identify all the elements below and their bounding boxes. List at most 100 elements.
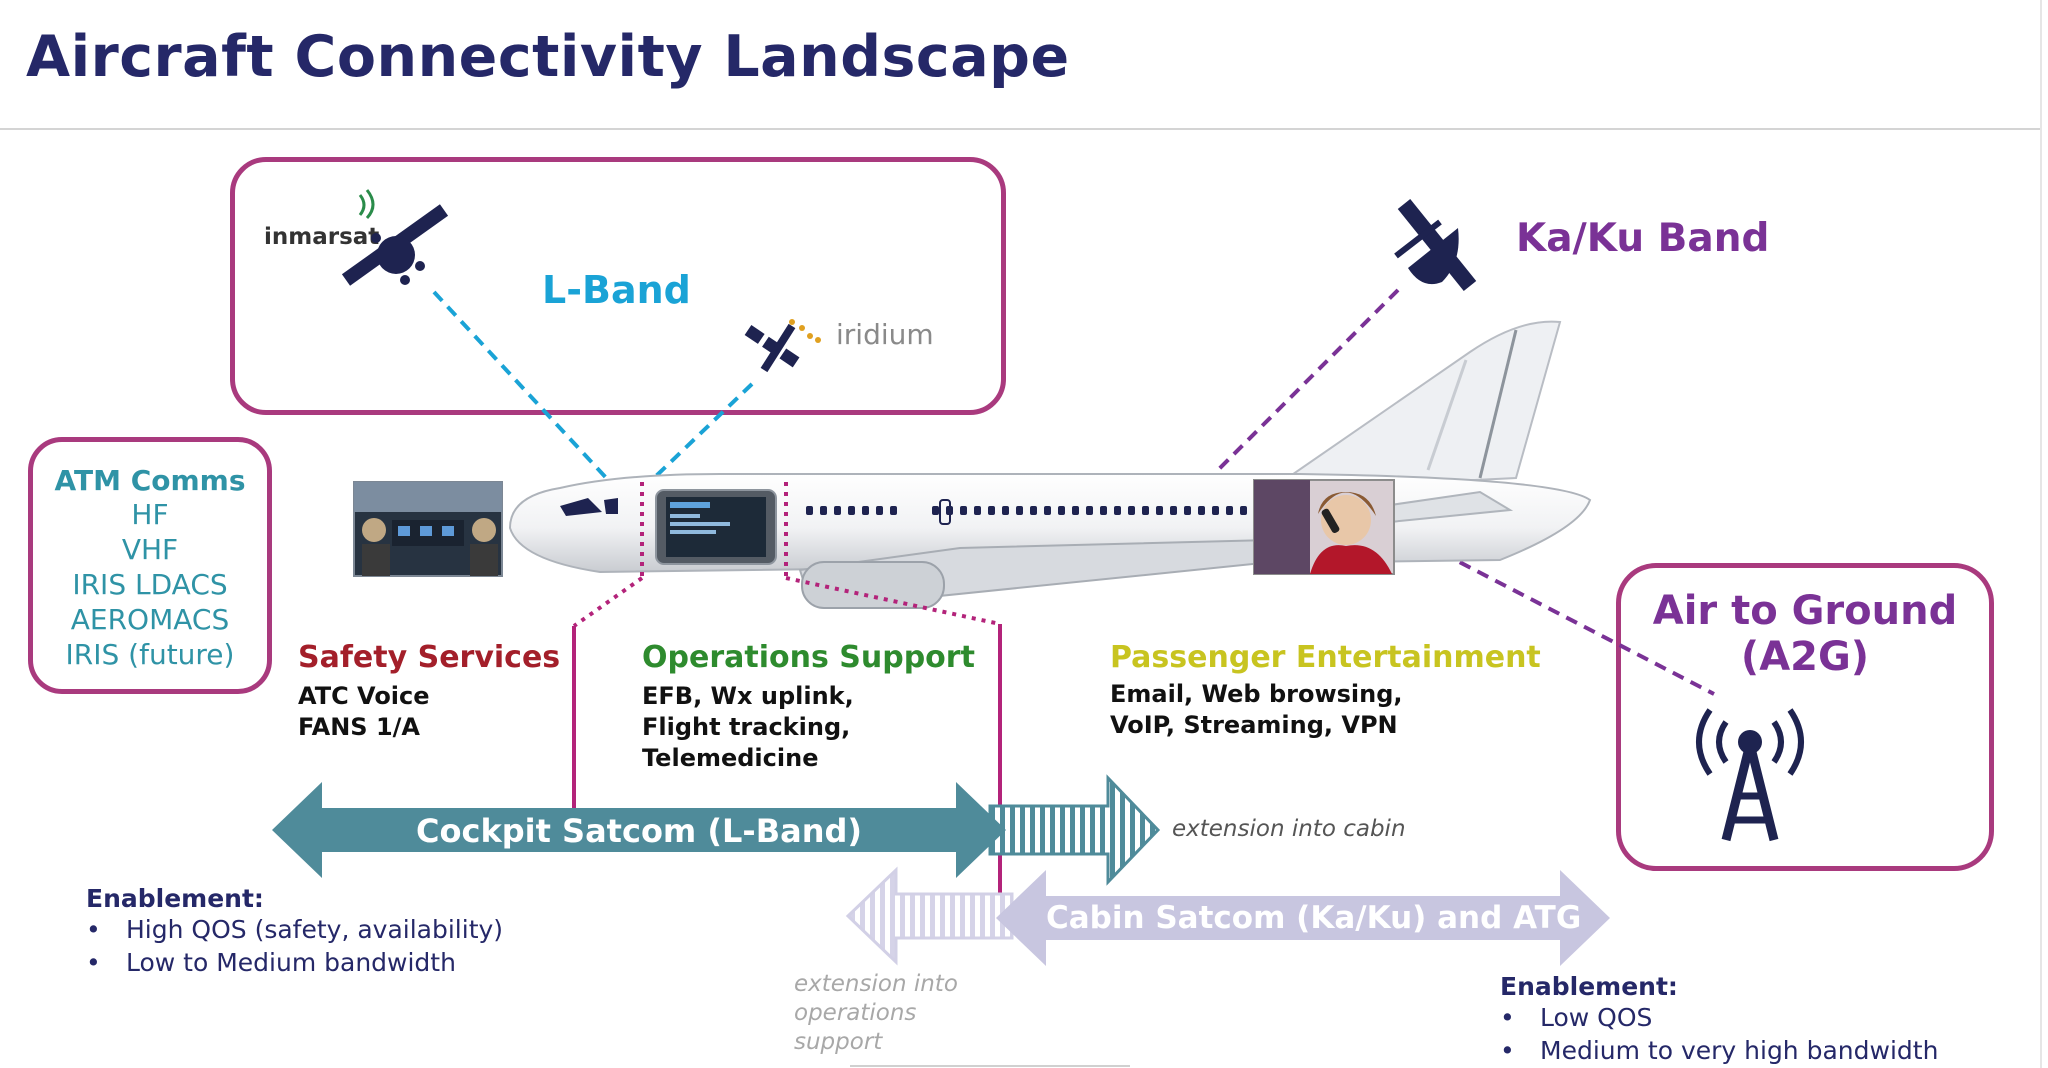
l-band-box: [230, 157, 1006, 415]
cabin-satcom-arrow: [996, 870, 1610, 966]
airplane-window: [1184, 506, 1191, 515]
airplane-window: [1086, 506, 1093, 515]
extension-into-ops-note: extension into operations support: [794, 970, 958, 1057]
ka-ku-link: [1214, 288, 1400, 474]
cockpit-photo: [353, 481, 503, 577]
safety-line: FANS 1/A: [298, 713, 420, 741]
ops-dotted-leader: [785, 576, 1001, 626]
enablement-right-list: •Low QOS •Medium to very high bandwidth: [1500, 1001, 1938, 1067]
ops-line: Telemedicine: [642, 744, 819, 772]
airplane-window: [1156, 506, 1163, 515]
airplane-windows: [806, 499, 1247, 525]
operations-support-title: Operations Support: [642, 640, 975, 675]
airplane-window: [876, 506, 883, 515]
airplane-window: [848, 506, 855, 515]
enablement-item: •Low QOS: [1500, 1003, 1653, 1032]
extension-ops-line: operations: [794, 1000, 917, 1026]
airplane-window: [806, 506, 813, 515]
enablement-item: •High QOS (safety, availability): [86, 915, 504, 944]
inmarsat-link: [432, 290, 612, 484]
enablement-item: •Medium to very high bandwidth: [1500, 1036, 1939, 1065]
enablement-left: Enablement: •High QOS (safety, availabil…: [86, 884, 503, 979]
airplane-window: [1142, 506, 1149, 515]
airplane-window: [1072, 506, 1079, 515]
l-band-label: L-Band: [542, 268, 691, 312]
airplane-window: [862, 506, 869, 515]
atm-item: AEROMACS: [70, 603, 230, 636]
passenger-entertainment-title: Passenger Entertainment: [1110, 640, 1541, 675]
airplane-window: [1016, 506, 1023, 515]
extension-ops-line: extension into: [794, 971, 958, 997]
atm-comms-title: ATM Comms: [54, 464, 246, 497]
ops-line: Flight tracking,: [642, 713, 851, 741]
extension-ops-line: support: [794, 1029, 883, 1055]
atm-item: IRIS (future): [65, 638, 235, 671]
extension-into-cabin-note: extension into cabin: [1172, 816, 1406, 842]
ka-ku-satellite-icon: [1394, 198, 1477, 292]
enablement-item: •Low to Medium bandwidth: [86, 948, 456, 977]
right-edge-line: [2040, 0, 2042, 1068]
iridium-logo-text: iridium: [836, 318, 934, 351]
airplane-window: [1100, 506, 1107, 515]
airplane-illustration: [508, 320, 1592, 609]
atm-item: VHF: [121, 533, 179, 566]
a2g-title-line1: Air to Ground: [1652, 588, 1958, 634]
airplane-door: [939, 499, 951, 525]
inmarsat-satellite-icon: [341, 189, 449, 286]
safety-services-block: Safety Services ATC Voice FANS 1/A: [298, 640, 560, 743]
airplane-window: [1128, 506, 1135, 515]
airplane-window: [820, 506, 827, 515]
enablement-item-text: High QOS (safety, availability): [126, 915, 504, 944]
a2g-box: Air to Ground (A2G): [1616, 563, 1994, 871]
airplane-window: [974, 506, 981, 515]
cell-tower-icon: [1696, 708, 1804, 842]
airplane-window: [1058, 506, 1065, 515]
enablement-item-text: Low QOS: [1540, 1003, 1653, 1032]
cockpit-satcom-label: Cockpit Satcom (L-Band): [416, 812, 862, 850]
airplane-window: [1240, 506, 1247, 515]
enablement-right: Enablement: •Low QOS •Medium to very hig…: [1500, 972, 1938, 1067]
a2g-title-line2: (A2G): [1740, 634, 1870, 680]
airplane-window: [1114, 506, 1121, 515]
airplane-tail: [1266, 320, 1562, 492]
atm-comms-list: HF VHF IRIS LDACS AEROMACS IRIS (future): [33, 497, 267, 672]
pax-line: Email, Web browsing,: [1110, 680, 1403, 708]
enablement-item-text: Medium to very high bandwidth: [1540, 1036, 1939, 1065]
pax-line: VoIP, Streaming, VPN: [1110, 711, 1398, 739]
atm-item: IRIS LDACS: [72, 568, 228, 601]
cockpit-satcom-arrow: [272, 782, 1006, 878]
airplane-engine: [801, 561, 945, 609]
safety-services-title: Safety Services: [298, 640, 561, 675]
enablement-item-text: Low to Medium bandwidth: [126, 948, 456, 977]
cockpit-extension-arrow: [988, 774, 1161, 886]
enablement-left-list: •High QOS (safety, availability) •Low to…: [86, 913, 503, 979]
enablement-right-title: Enablement:: [1500, 972, 1678, 1001]
airplane-window: [1198, 506, 1205, 515]
cockpit-dotted-leader: [572, 576, 644, 628]
enablement-left-title: Enablement:: [86, 884, 264, 913]
airplane-window: [960, 506, 967, 515]
ops-line: EFB, Wx uplink,: [642, 682, 854, 710]
airplane-window: [1030, 506, 1037, 515]
airplane-window: [834, 506, 841, 515]
safety-line: ATC Voice: [298, 682, 430, 710]
airplane-window: [932, 506, 939, 515]
airplane-window: [1002, 506, 1009, 515]
passenger-photo: [1253, 479, 1395, 575]
title-divider: [0, 128, 2040, 130]
cabin-satcom-label: Cabin Satcom (Ka/Ku) and ATG: [1046, 900, 1582, 936]
operations-support-block: Operations Support EFB, Wx uplink, Fligh…: [642, 640, 975, 774]
atm-comms-box: ATM Comms HF VHF IRIS LDACS AEROMACS IRI…: [28, 437, 272, 694]
passenger-entertainment-block: Passenger Entertainment Email, Web brows…: [1110, 640, 1541, 741]
cabin-extension-arrow: [845, 866, 1014, 966]
inmarsat-logo-text: inmarsat: [264, 224, 380, 250]
airplane-window: [1170, 506, 1177, 515]
ka-ku-band-label: Ka/Ku Band: [1516, 216, 1770, 261]
a2g-link: [1441, 551, 1715, 696]
airplane-window: [890, 506, 897, 515]
iridium-link: [652, 382, 754, 480]
efb-tablet-photo: [655, 489, 777, 565]
airplane-window: [1212, 506, 1219, 515]
airplane-window: [1226, 506, 1233, 515]
